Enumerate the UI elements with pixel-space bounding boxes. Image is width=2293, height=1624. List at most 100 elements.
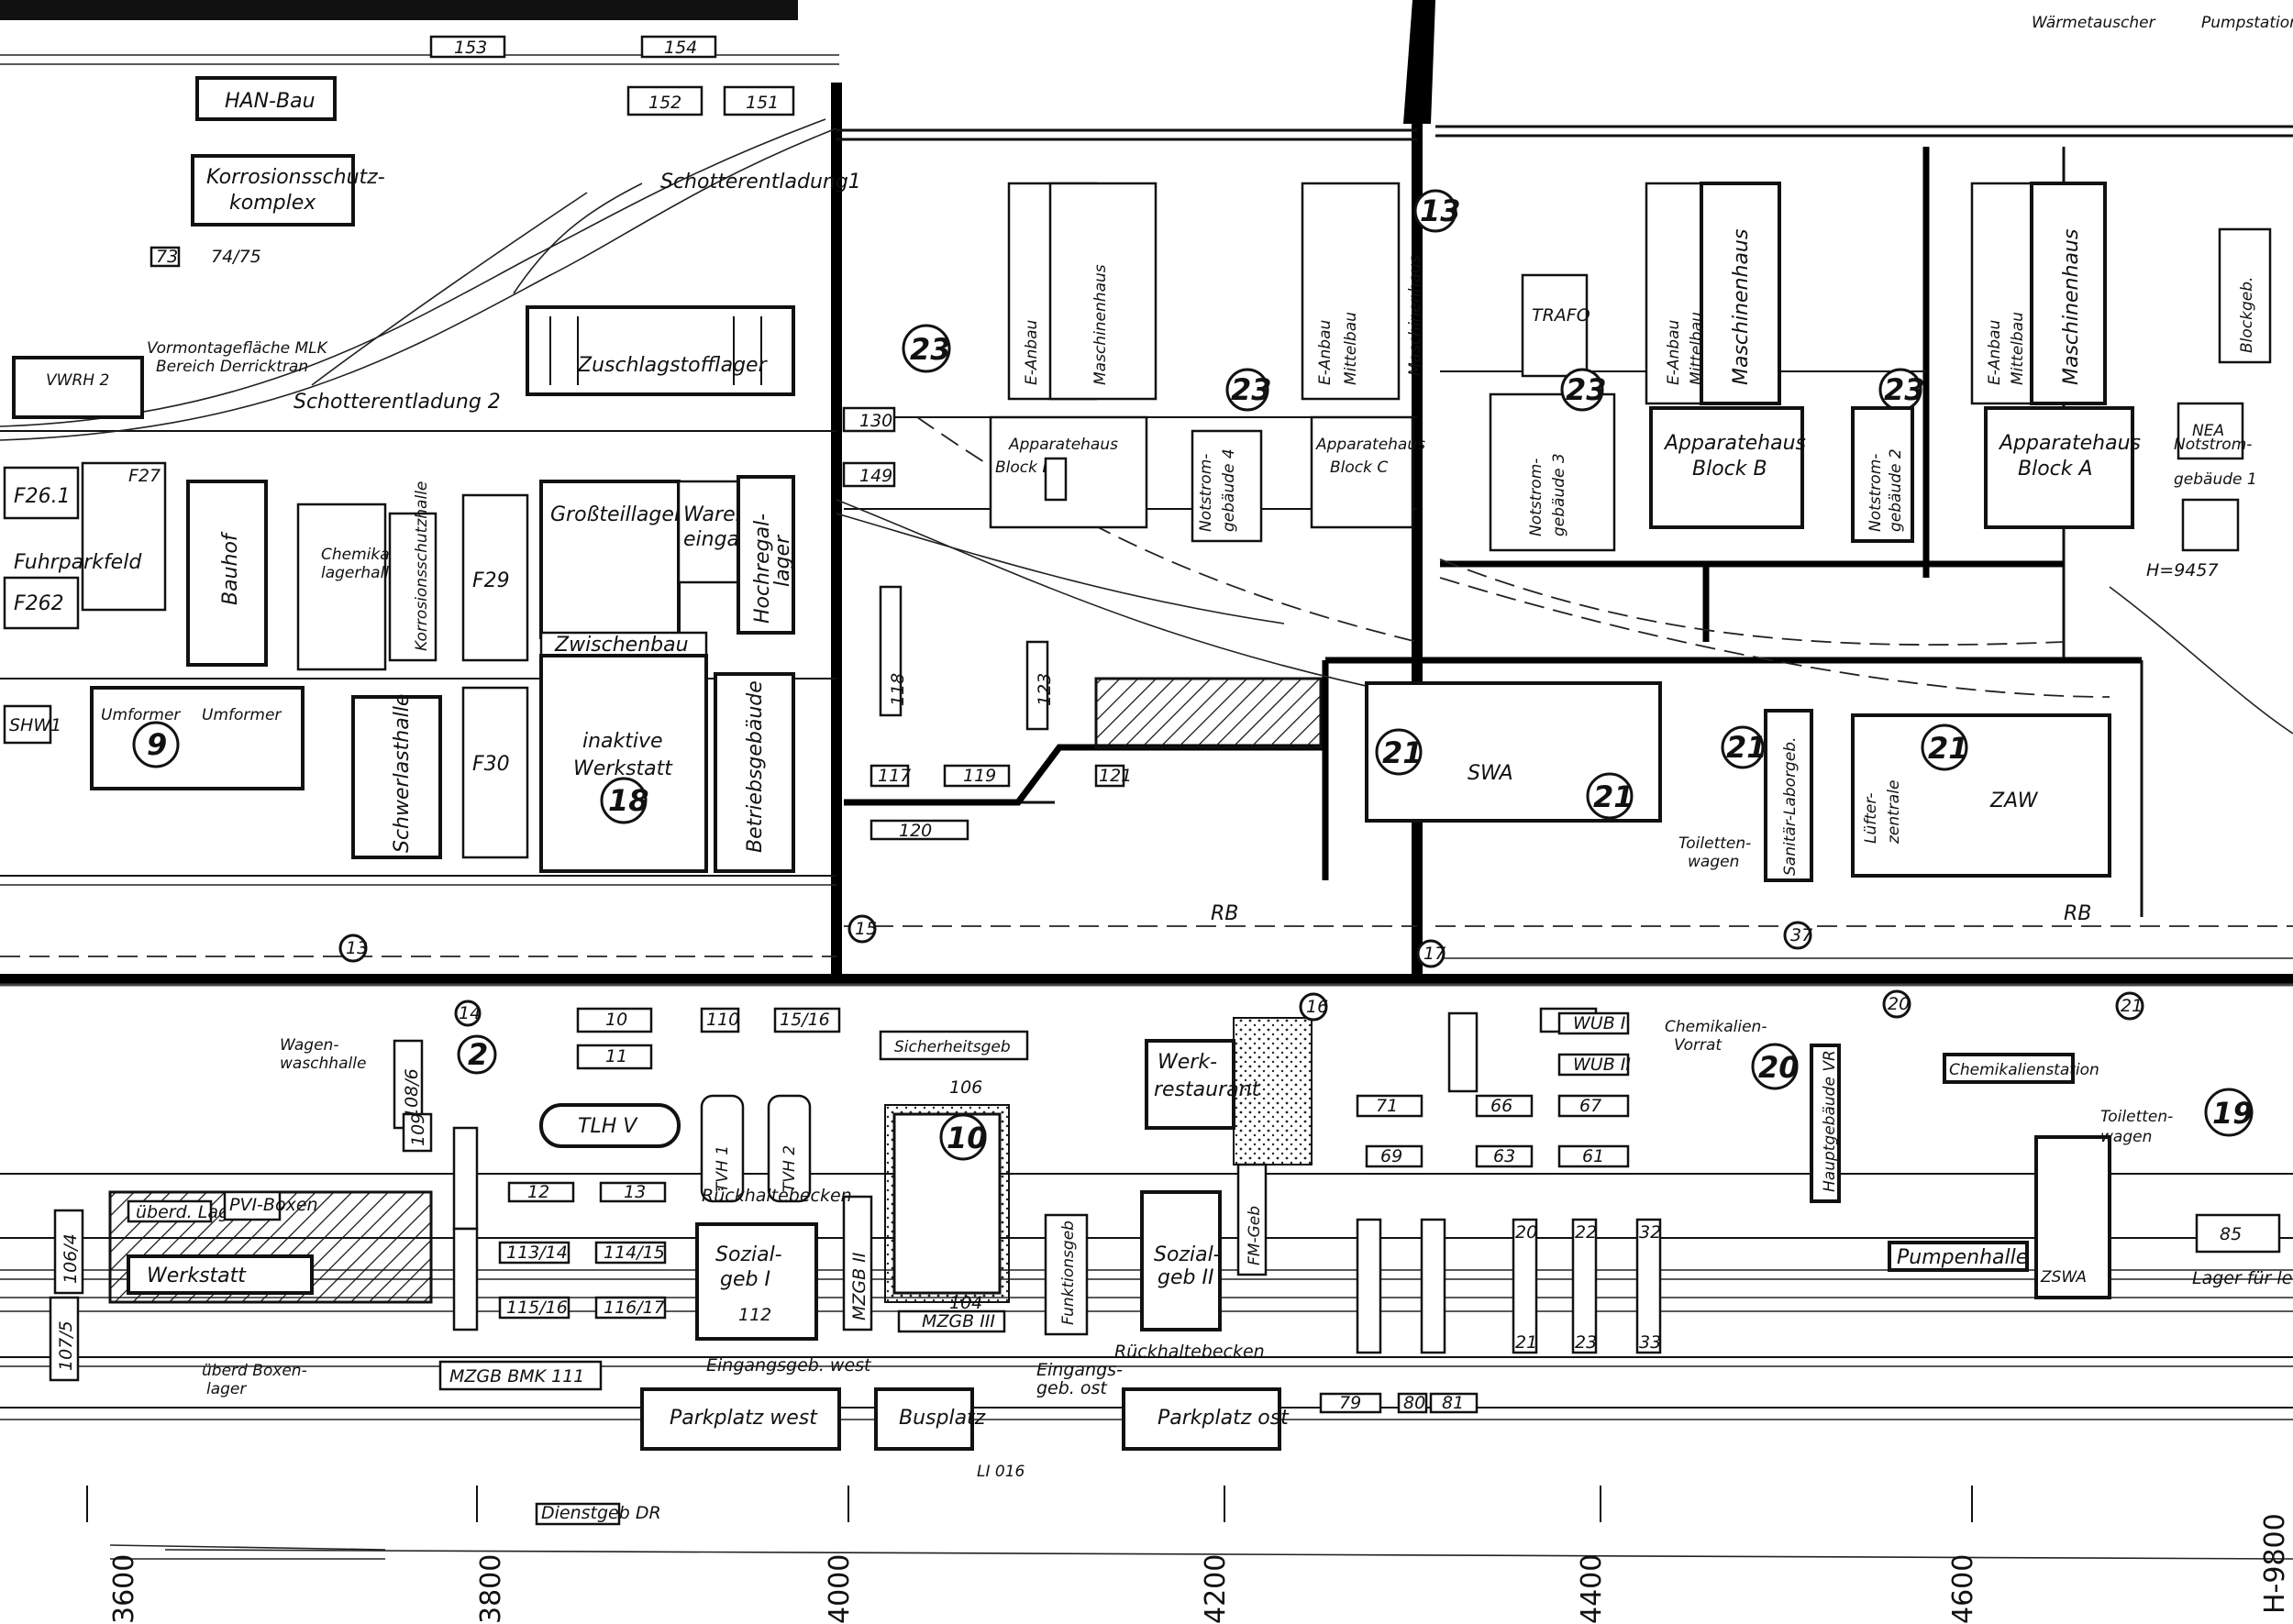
svg-text:20: 20 — [1888, 994, 1910, 1014]
svg-text:Pumpstation: Pumpstation — [2201, 14, 2293, 32]
svg-text:Notstrom-: Notstrom- — [2174, 436, 2252, 454]
svg-text:Blockgeb.: Blockgeb. — [2238, 277, 2256, 353]
svg-text:61: 61 — [1582, 1146, 1604, 1166]
svg-text:73: 73 — [156, 247, 178, 267]
svg-text:H=9457: H=9457 — [2146, 560, 2219, 580]
svg-text:Maschinenhaus: Maschinenhaus — [1406, 255, 1424, 376]
schwerlasthalle — [351, 695, 442, 859]
svg-text:16: 16 — [1306, 997, 1328, 1017]
svg-text:Pumpenhalle: Pumpenhalle — [1897, 1246, 2028, 1269]
svg-text:13: 13 — [624, 1182, 646, 1202]
svg-text:F29: F29 — [472, 569, 510, 592]
svg-text:TLH V: TLH V — [578, 1115, 638, 1138]
svg-text:Chemikalienstation: Chemikalienstation — [1949, 1061, 2099, 1079]
svg-text:119: 119 — [963, 766, 996, 786]
svg-text:110: 110 — [706, 1010, 739, 1030]
svg-text:TRAFO: TRAFO — [1532, 305, 1590, 326]
apparatehaus-block-b — [1649, 406, 1804, 529]
svg-text:Toiletten-: Toiletten- — [2100, 1108, 2173, 1126]
svg-text:zentrale: zentrale — [1885, 780, 1903, 845]
svg-text:Wärmetauscher: Wärmetauscher — [2032, 14, 2156, 32]
svg-text:Notstrom-: Notstrom- — [1197, 454, 1215, 532]
svg-text:LI 016: LI 016 — [977, 1463, 1025, 1481]
sc-quadrant: 110 15/16 TVH 1 TVH 2 Sozial- geb I 112 … — [695, 992, 1328, 1362]
zuschlagstofflager — [526, 305, 795, 396]
svg-text:Wagen-: Wagen- — [280, 1036, 338, 1055]
nw-quadrant: HAN-Bau 152 151 153 154 Korrosionsschutz… — [3, 35, 896, 963]
zone-21-a: 21 — [1382, 735, 1423, 770]
zone-20: 20 — [1758, 1050, 1800, 1085]
axis-tick-4000: 4000 — [824, 1554, 856, 1624]
svg-text:Sanitär-Laborgeb.: Sanitär-Laborgeb. — [1781, 737, 1800, 877]
svg-text:gebäude 4: gebäude 4 — [1220, 448, 1238, 532]
svg-text:Block D: Block D — [995, 458, 1054, 477]
svg-text:106/4: 106/4 — [61, 1233, 81, 1284]
zone-21-b: 21 — [1593, 779, 1634, 814]
svg-text:VWRH 2: VWRH 2 — [46, 371, 109, 390]
svg-text:F27: F27 — [128, 466, 161, 486]
svg-text:lager: lager — [771, 534, 794, 587]
svg-text:113/14: 113/14 — [506, 1243, 568, 1263]
svg-text:Fuhrparkfeld: Fuhrparkfeld — [14, 551, 142, 574]
busplatz — [874, 1387, 974, 1451]
svg-text:PVI-Boxen: PVI-Boxen — [229, 1195, 318, 1215]
svg-text:SHW1: SHW1 — [9, 715, 61, 735]
zone-2: 2 — [468, 1037, 488, 1072]
zone-23-a: 23 — [910, 332, 951, 367]
svg-text:Werk-: Werk- — [1158, 1051, 1217, 1074]
svg-text:WUB II: WUB II — [1573, 1055, 1631, 1075]
korrosionsschutzkomplex — [191, 154, 355, 226]
svg-text:RB: RB — [2064, 902, 2091, 925]
svg-text:85: 85 — [2220, 1224, 2242, 1244]
svg-text:F30: F30 — [472, 753, 510, 776]
svg-text:lager: lager — [206, 1380, 247, 1398]
schotterentladung-1: Schotterentladung1 — [660, 171, 861, 193]
zone-13: 13 — [1420, 193, 1461, 228]
svg-text:14: 14 — [459, 1003, 481, 1023]
axis-tick-3800: 3800 — [475, 1554, 507, 1624]
swa-zaw-area: SWA 21 21 Sanitär-Laborgeb. 21 Toiletten… — [1211, 681, 2111, 950]
schotterentladung-2: Schotterentladung 2 — [294, 391, 501, 414]
svg-text:10: 10 — [605, 1010, 627, 1030]
svg-text:Hauptgebäude VR: Hauptgebäude VR — [1821, 1050, 1839, 1192]
svg-text:TVH 2: TVH 2 — [781, 1145, 799, 1192]
svg-text:Umformer: Umformer — [202, 706, 282, 724]
svg-text:108/6: 108/6 — [402, 1068, 422, 1119]
svg-text:15/16: 15/16 — [780, 1010, 830, 1030]
sozialgebaeude-2 — [1140, 1190, 1222, 1331]
svg-text:komplex: komplex — [229, 192, 316, 215]
svg-text:Korrosionsschutzhalle: Korrosionsschutzhalle — [413, 481, 431, 651]
svg-text:waschhalle: waschhalle — [280, 1055, 366, 1073]
svg-text:154: 154 — [664, 38, 697, 58]
svg-text:66: 66 — [1490, 1096, 1512, 1116]
svg-text:Werkstatt: Werkstatt — [147, 1265, 247, 1287]
svg-text:Maschinenhaus: Maschinenhaus — [2060, 229, 2083, 385]
svg-text:Apparatehaus: Apparatehaus — [1315, 436, 1425, 454]
svg-text:13: 13 — [346, 938, 368, 958]
svg-text:gebäude 3: gebäude 3 — [1550, 453, 1568, 536]
svg-text:Eingangsgeb. west: Eingangsgeb. west — [706, 1355, 872, 1375]
parkplatz-ost — [1122, 1387, 1281, 1451]
svg-text:32: 32 — [1639, 1222, 1661, 1243]
svg-text:Lager für leere: Lager für leere — [2192, 1268, 2293, 1288]
svg-text:Betriebsgebäude: Betriebsgebäude — [744, 680, 767, 853]
svg-text:TVH 1: TVH 1 — [714, 1145, 732, 1192]
chemikalienstation — [1943, 1053, 2075, 1084]
svg-text:33: 33 — [1639, 1332, 1661, 1353]
svg-text:Dienstgeb DR: Dienstgeb DR — [541, 1503, 661, 1523]
maschinenhaus-b — [1700, 182, 1781, 405]
svg-text:NEA: NEA — [2192, 422, 2224, 440]
svg-text:inaktive: inaktive — [582, 730, 663, 753]
sozialgebaeude-1 — [695, 1222, 818, 1341]
svg-text:114/15: 114/15 — [604, 1243, 665, 1263]
svg-text:MZGB BMK 111: MZGB BMK 111 — [449, 1366, 584, 1386]
svg-text:Apparatehaus: Apparatehaus — [1663, 432, 1806, 455]
zone-23-c: 23 — [1566, 372, 1607, 407]
svg-text:Notstrom-: Notstrom- — [1527, 458, 1545, 536]
vwrh-2 — [12, 356, 144, 419]
svg-text:81: 81 — [1442, 1393, 1464, 1413]
axis-tick-4600: 4600 — [1947, 1554, 1979, 1624]
parkplatz-west — [640, 1387, 841, 1451]
svg-text:Funktionsgeb: Funktionsgeb — [1059, 1221, 1078, 1325]
